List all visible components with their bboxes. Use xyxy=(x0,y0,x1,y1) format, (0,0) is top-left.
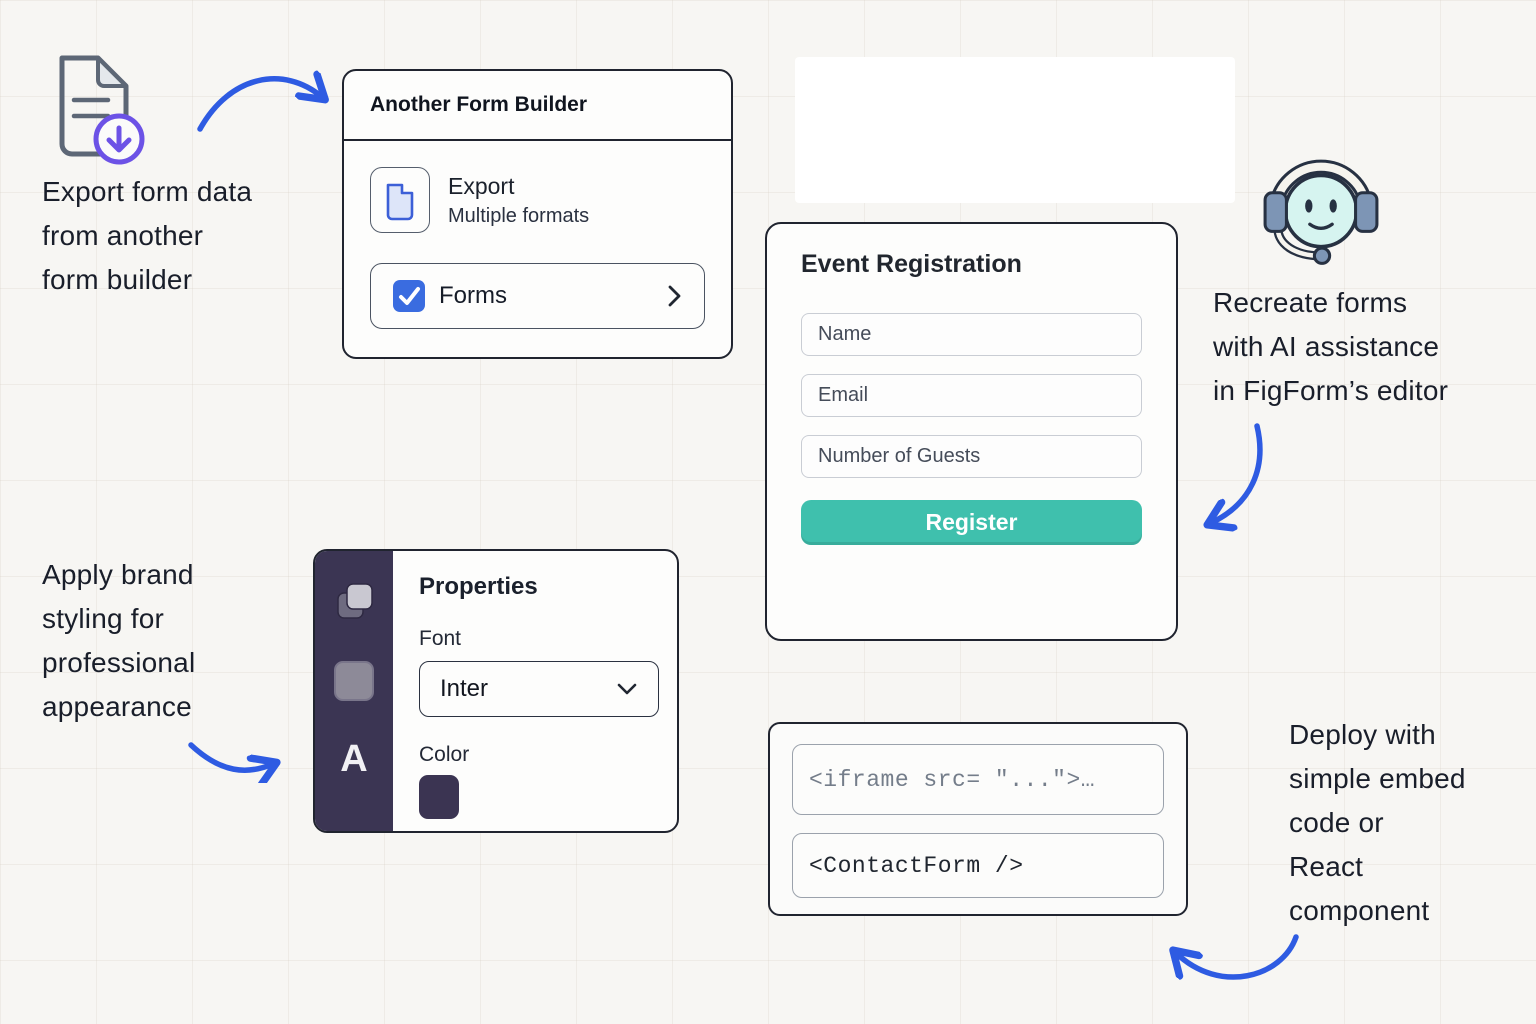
ai-assistant-robot-icon xyxy=(1263,159,1379,265)
guests-field[interactable] xyxy=(801,435,1142,478)
another-form-builder-card: Another Form Builder Export Multiple for… xyxy=(342,69,733,359)
color-swatch[interactable] xyxy=(419,775,459,819)
background-highlight xyxy=(795,57,1235,203)
iframe-snippet-box: <iframe src= "...">… xyxy=(792,744,1164,815)
font-dropdown[interactable]: Inter xyxy=(419,661,659,717)
color-label: Color xyxy=(419,743,470,766)
event-registration-card: Event Registration Register xyxy=(765,222,1178,641)
export-row: Export Multiple formats xyxy=(370,167,705,233)
tools-sidebar: A xyxy=(315,551,393,831)
card-title: Another Form Builder xyxy=(344,71,731,141)
forms-export-option[interactable]: Forms xyxy=(370,263,705,329)
name-field[interactable] xyxy=(801,313,1142,356)
export-file-icon xyxy=(370,167,430,233)
form-title: Event Registration xyxy=(801,250,1022,278)
caption-deploy: Deploy with simple embed code or React c… xyxy=(1289,719,1466,926)
react-snippet: <ContactForm /> xyxy=(809,852,1024,879)
chevron-down-icon xyxy=(616,682,638,696)
export-subtitle: Multiple formats xyxy=(448,204,590,227)
email-field[interactable] xyxy=(801,374,1142,417)
chevron-right-icon xyxy=(667,283,682,309)
properties-main: Properties Font Inter Color xyxy=(393,551,677,831)
caption-export-data: Export form data from another form build… xyxy=(42,176,253,295)
arrow-to-embed-card xyxy=(1158,934,1299,980)
react-snippet-box: <ContactForm /> xyxy=(792,833,1164,898)
arrow-to-registration-form xyxy=(1193,423,1263,540)
arrow-to-form-builder xyxy=(197,57,342,132)
iframe-snippet: <iframe src= "...">… xyxy=(809,766,1096,793)
fill-swatch-icon[interactable] xyxy=(334,661,374,701)
caption-ai-assistance: Recreate forms with AI assistance in Fig… xyxy=(1213,287,1449,406)
font-value: Inter xyxy=(440,675,489,702)
properties-panel: A Properties Font Inter Color xyxy=(313,549,679,833)
text-tool-icon[interactable]: A xyxy=(340,738,368,780)
caption-brand-styling: Apply brand styling for professional app… xyxy=(42,559,196,722)
checkbox-checked-icon[interactable] xyxy=(393,280,425,312)
panel-title: Properties xyxy=(419,573,538,600)
export-label: Export xyxy=(448,172,515,199)
font-label: Font xyxy=(419,627,462,650)
document-download-icon xyxy=(59,55,145,165)
arrow-to-properties-panel xyxy=(188,742,285,783)
layers-copy-icon[interactable] xyxy=(333,581,375,623)
embed-code-card: <iframe src= "...">… <ContactForm /> xyxy=(768,722,1188,916)
forms-label: Forms xyxy=(439,282,507,309)
register-button[interactable]: Register xyxy=(801,500,1142,545)
